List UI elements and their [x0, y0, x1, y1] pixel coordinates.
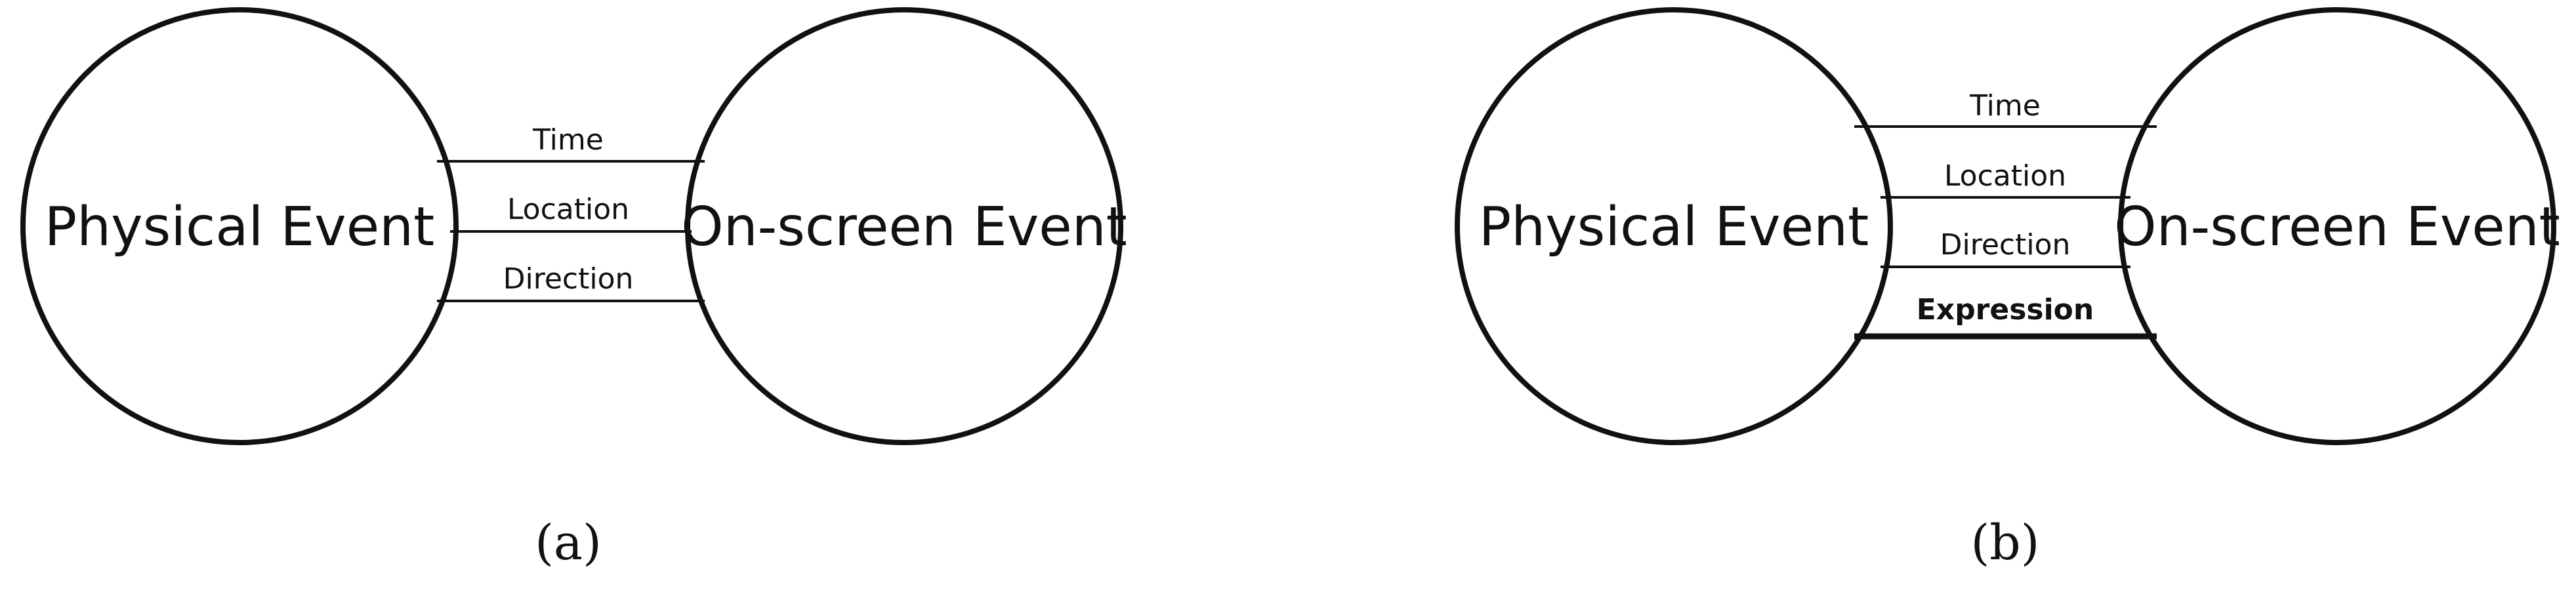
onscreen-event-node-b [2118, 7, 2556, 445]
link-label-direction-a: Direction [503, 262, 634, 296]
physical-event-node-b [1455, 7, 1893, 445]
panel-a: Physical Event On-screen Event Time Loca… [20, 7, 1127, 571]
physical-event-label-b: Physical Event [1479, 196, 1869, 258]
link-label-location-a: Location [507, 193, 629, 226]
link-label-direction-b: Direction [1940, 228, 2071, 262]
link-label-time-a: Time [532, 123, 604, 157]
link-label-location-b: Location [1944, 159, 2066, 193]
onscreen-event-node-a [685, 7, 1123, 445]
physical-event-node-a [20, 7, 459, 445]
panel-caption-b: (b) [1970, 515, 2039, 571]
onscreen-event-label-b: On-screen Event [2114, 196, 2560, 258]
panel-b: Physical Event On-screen Event Time Loca… [1455, 7, 2560, 571]
link-label-time-b: Time [1969, 89, 2041, 123]
onscreen-event-label-a: On-screen Event [681, 196, 1127, 258]
link-label-expression-b: Expression [1917, 293, 2094, 327]
panel-caption-a: (a) [535, 515, 602, 571]
physical-event-label-a: Physical Event [45, 196, 435, 258]
